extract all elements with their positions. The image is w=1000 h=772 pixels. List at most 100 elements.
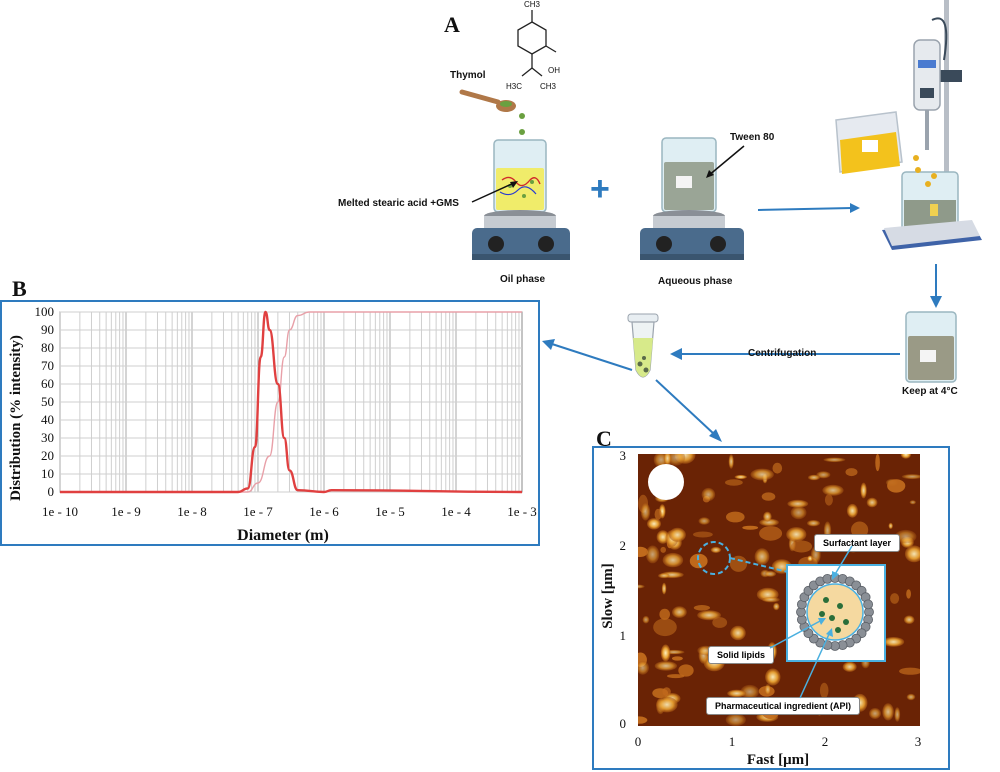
tween-pointer xyxy=(706,145,745,178)
surfactant-bead xyxy=(863,599,873,610)
afm-particle xyxy=(725,479,743,486)
x-tick-label: 1e - 6 xyxy=(309,504,339,519)
afm-particle xyxy=(672,606,687,618)
afm-particle xyxy=(662,552,684,568)
afm-particle xyxy=(808,474,820,481)
afm-particle xyxy=(772,462,783,474)
afm-particle xyxy=(845,468,858,477)
afm-particle xyxy=(671,656,683,661)
afm-ytick-1: 1 xyxy=(620,628,627,643)
afm-particle xyxy=(701,487,716,502)
afm-particle xyxy=(638,660,649,675)
y-tick-label: 20 xyxy=(41,448,54,463)
afm-particle xyxy=(875,454,880,472)
melted-label: Melted stearic acid +GMS xyxy=(338,198,459,209)
aqueous-phase-label: Aqueous phase xyxy=(658,276,733,287)
afm-particle xyxy=(901,474,920,480)
y-tick-label: 90 xyxy=(41,322,54,337)
afm-particle xyxy=(807,520,820,527)
afm-ytick-0: 0 xyxy=(620,716,627,731)
afm-particle xyxy=(882,637,905,647)
afm-particle xyxy=(663,454,672,466)
y-tick-label: 80 xyxy=(41,340,54,355)
afm-particle xyxy=(710,546,722,553)
afm-particle xyxy=(764,570,777,577)
afm-x-label: Fast [μm] xyxy=(747,752,809,768)
x-tick-label: 1e - 5 xyxy=(375,504,405,519)
afm-ytick-3: 3 xyxy=(620,448,627,463)
afm-particle xyxy=(759,518,779,527)
eppendorf-tube xyxy=(627,313,659,378)
x-tick-label: 1e - 9 xyxy=(111,504,141,519)
centrifugation-label: Centrifugation xyxy=(748,348,817,359)
keep-cold-beaker xyxy=(905,311,957,383)
afm-particle xyxy=(662,687,671,697)
y-tick-label: 60 xyxy=(41,376,54,391)
arrow-to-afm xyxy=(655,379,722,442)
h3c-label: H3C xyxy=(506,82,523,91)
keep-cold-label: Keep at 4°C xyxy=(902,386,958,397)
afm-particle xyxy=(765,668,781,686)
y-tick-label: 0 xyxy=(48,484,55,499)
api-callout: Pharmaceutical ingredient (API) xyxy=(706,697,861,715)
afm-particle xyxy=(842,661,857,672)
afm-particle xyxy=(654,508,662,520)
afm-particle xyxy=(645,545,660,564)
x-tick-label: 1e - 8 xyxy=(177,504,207,519)
thymol-molecule xyxy=(517,10,557,77)
afm-particle xyxy=(654,661,678,671)
y-tick-label: 30 xyxy=(41,430,54,445)
afm-particle xyxy=(899,667,920,675)
afm-particle xyxy=(790,506,807,520)
afm-particle xyxy=(759,526,783,541)
afm-particle xyxy=(653,618,677,637)
afm-y-label: Slow [μm] xyxy=(600,563,616,629)
afm-particle xyxy=(900,454,912,459)
afm-particle xyxy=(742,525,759,530)
y-tick-label: 70 xyxy=(41,358,54,373)
afm-particle xyxy=(888,522,893,529)
afm-particle xyxy=(894,529,917,544)
distribution-series-1 xyxy=(59,310,523,494)
afm-particle xyxy=(823,457,846,463)
nanoparticle-diagram xyxy=(796,573,874,651)
afm-particle xyxy=(882,703,894,721)
plus-sign: + xyxy=(590,170,610,208)
afm-particle xyxy=(906,693,916,701)
afm-particle xyxy=(754,548,770,565)
afm-particle xyxy=(761,492,776,501)
afm-particle xyxy=(894,707,901,722)
afm-ytick-2: 2 xyxy=(620,538,627,553)
afm-particle xyxy=(689,553,708,569)
afm-particle xyxy=(869,708,881,719)
x-tick-label: 1e - 4 xyxy=(441,504,471,519)
afm-xtick-1: 1 xyxy=(729,734,736,749)
oh-label: OH xyxy=(548,66,560,75)
afm-particle xyxy=(762,597,780,603)
y-tick-label: 100 xyxy=(35,304,55,319)
arrow-to-chart xyxy=(542,339,633,371)
afm-particle xyxy=(727,689,747,698)
afm-particle xyxy=(866,497,878,508)
arrow-down-to-keep xyxy=(930,264,942,308)
afm-particle xyxy=(822,484,844,496)
afm-particle xyxy=(698,517,710,525)
afm-particle xyxy=(763,511,772,522)
afm-particle xyxy=(816,471,831,479)
surfactant-callout: Surfactant layer xyxy=(814,534,901,552)
afm-particle xyxy=(860,482,867,499)
arrow-to-homogenizer xyxy=(757,203,860,213)
callout-pointers xyxy=(769,545,853,699)
afm-particle xyxy=(693,605,710,611)
x-tick-label: 1e - 10 xyxy=(42,504,78,519)
afm-particle xyxy=(909,500,916,505)
afm-particle xyxy=(764,684,771,695)
afm-particle xyxy=(728,454,734,469)
afm-particle xyxy=(904,545,920,563)
afm-frame xyxy=(592,446,950,770)
arrow-to-tube xyxy=(670,348,900,360)
ch3-right-label: CH3 xyxy=(540,82,557,91)
panel-c-letter: C xyxy=(596,426,612,451)
panel-a-letter: A xyxy=(444,12,460,37)
